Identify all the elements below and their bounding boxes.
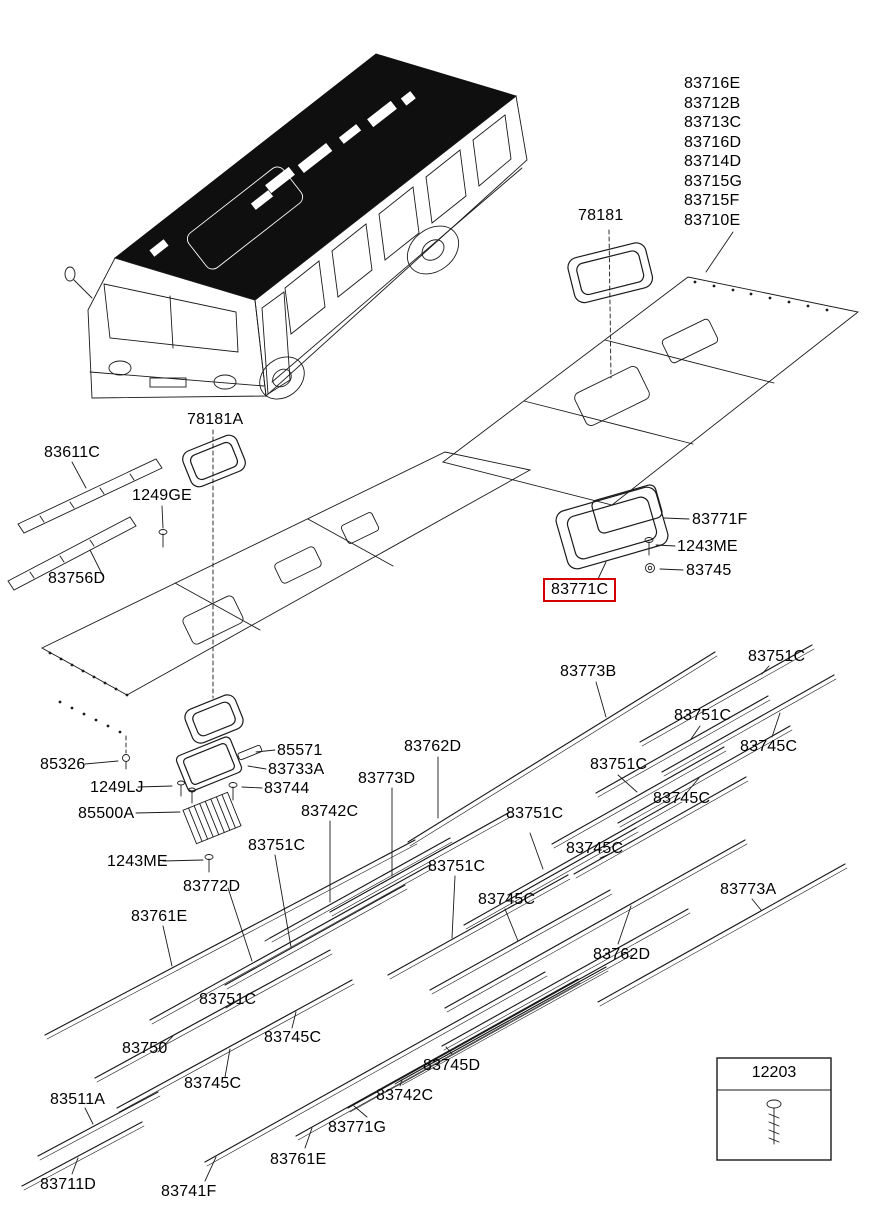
part-label-83751C-6[interactable]: 83751C	[428, 858, 486, 875]
part-label-1249GE[interactable]: 1249GE	[132, 487, 192, 504]
roof-rails	[21, 644, 846, 1187]
hatch-frame-83733A	[175, 736, 243, 792]
part-label-83745D[interactable]: 83745D	[423, 1057, 481, 1074]
hatch-garnish-83771F	[591, 484, 663, 534]
part-label-83511A[interactable]: 83511A	[50, 1091, 106, 1108]
part-label-83733A[interactable]: 83733A	[268, 761, 325, 778]
part-label-83745C-3[interactable]: 83745C	[566, 840, 624, 857]
part-label-83761E-1[interactable]: 83761E	[131, 908, 188, 925]
part-label-83773B[interactable]: 83773B	[560, 663, 617, 680]
part-label-83745C-1[interactable]: 83745C	[740, 738, 798, 755]
rail-end-hooks	[264, 937, 401, 1085]
part-label-1249LJ[interactable]: 1249LJ	[90, 779, 144, 796]
part-label-83751C-7[interactable]: 83751C	[199, 991, 257, 1008]
part-label-83742C-1[interactable]: 83742C	[301, 803, 359, 820]
part-label-83745C-4[interactable]: 83745C	[478, 891, 536, 908]
legend-box-12203	[716, 1057, 832, 1161]
part-label-78181[interactable]: 78181	[578, 207, 624, 224]
bus-roof-details	[149, 91, 416, 257]
part-label-83773A[interactable]: 83773A	[720, 881, 777, 898]
part-label-83751C-2[interactable]: 83751C	[674, 707, 732, 724]
hatch-seal-ring	[184, 694, 244, 744]
part-label-83762D-2[interactable]: 83762D	[593, 946, 651, 963]
roof-hatch-78181	[567, 242, 654, 304]
retainer-85571	[237, 744, 263, 761]
part-label-85500A[interactable]: 85500A	[78, 805, 135, 822]
part-label-83771C-highlighted[interactable]: 83771C	[543, 578, 617, 602]
part-label-83611C[interactable]: 83611C	[44, 444, 101, 461]
hatch-garnish-83771C	[555, 486, 669, 570]
part-label-83715F[interactable]: 83715F	[684, 192, 740, 209]
part-label-83771F[interactable]: 83771F	[692, 511, 748, 528]
grommet-83745	[645, 563, 655, 573]
part-label-83751C-4[interactable]: 83751C	[506, 805, 564, 822]
part-label-83712B[interactable]: 83712B	[684, 95, 741, 112]
roof-rails-edge	[23, 648, 848, 1191]
part-label-83761E-2[interactable]: 83761E	[270, 1151, 327, 1168]
clip-85326	[122, 754, 130, 770]
part-label-83745[interactable]: 83745	[686, 562, 732, 579]
part-label-83751C-3[interactable]: 83751C	[590, 756, 648, 773]
part-label-83773D[interactable]: 83773D	[358, 770, 416, 787]
part-label-83744[interactable]: 83744	[264, 780, 310, 797]
roof-panel-rear	[441, 276, 860, 506]
part-label-83751C-5[interactable]: 83751C	[248, 837, 306, 854]
part-label-78181A[interactable]: 78181A	[187, 411, 244, 428]
part-label-85571[interactable]: 85571	[277, 742, 323, 759]
roof-hatch-frame-78181A	[182, 434, 246, 488]
part-label-1243ME-1[interactable]: 1243ME	[677, 538, 738, 555]
leader-lines	[71, 231, 781, 1182]
part-label-83716E[interactable]: 83716E	[684, 75, 741, 92]
part-label-83771G[interactable]: 83771G	[328, 1119, 387, 1136]
part-label-83741F[interactable]: 83741F	[161, 1183, 217, 1200]
part-label-83756D[interactable]: 83756D	[48, 570, 106, 587]
part-label-83751C-1[interactable]: 83751C	[748, 648, 806, 665]
part-label-85326[interactable]: 85326	[40, 756, 86, 773]
part-label-83762D-1[interactable]: 83762D	[404, 738, 462, 755]
part-label-83715G[interactable]: 83715G	[684, 173, 743, 190]
fastener-dots	[48, 651, 129, 734]
legend-part-label-12203[interactable]: 12203	[751, 1064, 797, 1081]
part-label-83716D[interactable]: 83716D	[684, 134, 742, 151]
bus-illustration	[64, 53, 528, 400]
part-label-1243ME-2[interactable]: 1243ME	[107, 853, 168, 870]
part-label-83714D[interactable]: 83714D	[684, 153, 742, 170]
part-label-83745C-2[interactable]: 83745C	[653, 790, 711, 807]
part-label-83710E[interactable]: 83710E	[684, 212, 741, 229]
part-label-83750[interactable]: 83750	[122, 1040, 168, 1057]
unit-85500A	[182, 791, 242, 845]
roof-side-rail-83756D	[7, 516, 137, 591]
part-label-83713C[interactable]: 83713C	[684, 114, 742, 131]
screw-icons	[158, 529, 654, 873]
roof-side-rail-83611C	[17, 458, 163, 534]
fastener-dots	[693, 280, 829, 312]
part-label-83711D[interactable]: 83711D	[40, 1176, 97, 1193]
roof-panel-front	[41, 451, 532, 734]
assembly-dashed-lines	[125, 229, 612, 754]
part-label-83772D[interactable]: 83772D	[183, 878, 241, 895]
part-label-83742C-2[interactable]: 83742C	[376, 1087, 434, 1104]
part-label-83745C-5[interactable]: 83745C	[264, 1029, 322, 1046]
part-label-83745C-6[interactable]: 83745C	[184, 1075, 242, 1092]
